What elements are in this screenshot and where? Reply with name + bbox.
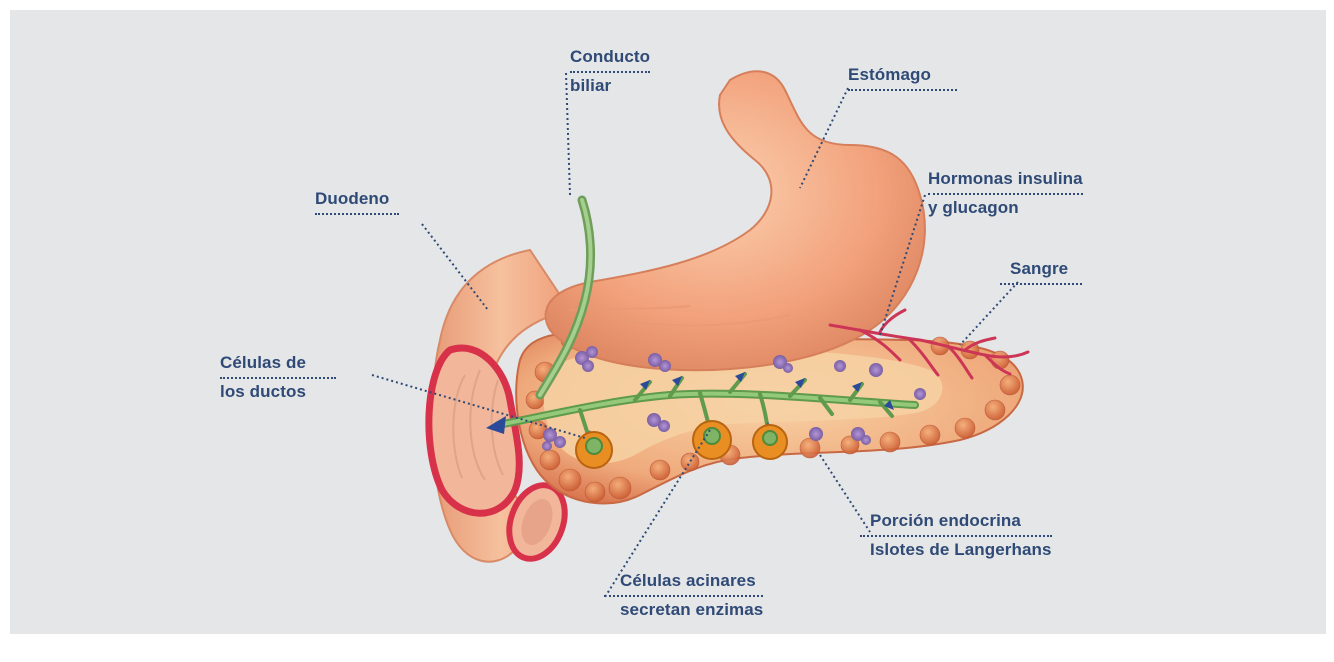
label-celulas-acinares: Células acinares secretan enzimas — [620, 568, 763, 623]
label-porcion-endocrina: Porción endocrina Islotes de Langerhans — [870, 508, 1052, 563]
label-porcion-endocrina-line1: Porción endocrina — [860, 508, 1052, 537]
anatomy-illustration — [10, 10, 1326, 634]
label-porcion-endocrina-line2: Islotes de Langerhans — [870, 537, 1052, 563]
label-celulas-ductos-line2: los ductos — [220, 379, 336, 405]
label-conducto-biliar-line1: Conducto — [570, 44, 650, 73]
label-duodeno: Duodeno — [315, 186, 399, 215]
label-hormonas: Hormonas insulina y glucagon — [928, 166, 1083, 221]
pancreas-anatomy-diagram: Conducto biliar Estómago Duodeno Hormona… — [10, 10, 1326, 634]
label-hormonas-line1: Hormonas insulina — [928, 166, 1083, 195]
label-celulas-ductos: Células de los ductos — [220, 350, 336, 405]
label-celulas-ductos-line1: Células de — [220, 350, 336, 379]
label-conducto-biliar: Conducto biliar — [570, 44, 650, 99]
label-celulas-acinares-line2: secretan enzimas — [620, 597, 763, 623]
label-sangre-text: Sangre — [1000, 256, 1082, 285]
label-conducto-biliar-line2: biliar — [570, 73, 650, 99]
label-estomago: Estómago — [848, 62, 957, 91]
stomach — [546, 71, 925, 370]
label-celulas-acinares-line1: Células acinares — [604, 568, 763, 597]
label-sangre: Sangre — [1010, 256, 1082, 285]
label-hormonas-line2: y glucagon — [928, 195, 1083, 221]
label-estomago-text: Estómago — [848, 62, 957, 91]
label-duodeno-text: Duodeno — [315, 186, 399, 215]
